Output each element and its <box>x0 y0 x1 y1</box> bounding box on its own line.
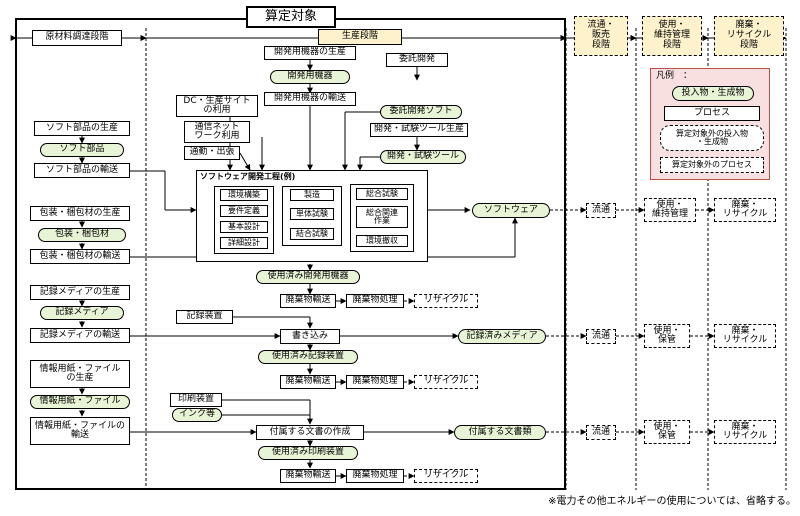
doc-creation: 付属する文書の作成 <box>256 425 364 440</box>
use-maintenance: 使用・ 維持管理 <box>644 198 696 222</box>
stage-disposal: 廃棄・ リサイクル 段階 <box>714 16 784 56</box>
soft-parts-transport: ソフト部品の輸送 <box>34 163 130 178</box>
media-production: 記録メディアの生産 <box>30 285 130 300</box>
disposal-recycle-1: 廃棄・ リサイクル <box>714 198 776 222</box>
dev-equipment: 開発用機器 <box>270 70 350 84</box>
printer: 印刷装置 <box>170 393 222 407</box>
used-printer: 使用済み印刷装置 <box>258 446 358 460</box>
disposal-recycle-2: 廃棄・ リサイクル <box>714 324 776 348</box>
paper-files: 情報用紙・ファイル <box>30 395 130 409</box>
waste-transport-3: 廃棄物輸送 <box>280 469 336 483</box>
recording-media: 記録メディア <box>40 306 124 320</box>
dev-phase-2 <box>282 186 342 246</box>
dev-equipment-transport: 開発用機器の輸送 <box>264 92 356 106</box>
paper-transport: 情報用紙・ファイルの 輸送 <box>30 417 130 445</box>
stage-raw: 原材料調達段階 <box>32 30 122 46</box>
attached-docs: 付属する文書類 <box>454 425 546 440</box>
waste-transport-2: 廃棄物輸送 <box>280 375 336 389</box>
disposal-recycle-3: 廃棄・ リサイクル <box>714 420 776 444</box>
used-recording-device: 使用済み記録装置 <box>258 350 358 364</box>
step-basic-design: 基本設計 <box>220 221 268 233</box>
waste-treatment-1: 廃棄物処理 <box>346 294 404 308</box>
legend-title: 凡例 ： <box>656 71 693 82</box>
recycle-1: リサイクル <box>414 294 478 308</box>
footnote: ※電力その他エネルギーの使用については、省略する。 <box>548 495 796 507</box>
stage-distribution: 流通・ 販売 段階 <box>574 16 628 56</box>
paper-production: 情報用紙・ファイル の生産 <box>30 360 130 388</box>
step-environment-setup: 環境構築 <box>220 189 268 201</box>
dc-site-use: DC・生産サイト の利用 <box>176 95 258 117</box>
packaging-transport: 包装・梱包材の輸送 <box>30 249 130 264</box>
soft-parts-production: ソフト部品の生産 <box>34 121 130 136</box>
distribution-2: 流通 <box>586 329 616 344</box>
distribution-1: 流通 <box>586 203 616 218</box>
dev-phase-3 <box>350 184 414 252</box>
distribution-3: 流通 <box>586 425 616 440</box>
step-unit-test: 単体試験 <box>290 208 334 220</box>
legend-ext-io: 算定対象外の投入物 ・生成物 <box>660 125 764 151</box>
outsourced-software: 委託開発ソフト <box>380 105 462 119</box>
step-requirements: 要件定義 <box>220 205 268 217</box>
software: ソフトウェア <box>472 203 550 218</box>
legend-io: 投入物・生成物 <box>672 86 754 101</box>
waste-treatment-3: 廃棄物処理 <box>346 469 404 483</box>
recorded-media: 記録済みメディア <box>458 329 546 344</box>
stage-use: 使用・ 維持管理 段階 <box>642 16 702 56</box>
legend-process: プロセス <box>664 106 760 121</box>
dev-equipment-production: 開発用機器の生産 <box>264 46 356 60</box>
legend-ext-process: 算定対象外のプロセス <box>660 157 764 173</box>
dev-tools-production: 開発・試験ツール生産 <box>370 123 468 137</box>
recycle-3: リサイクル <box>414 469 478 483</box>
dev-tools: 開発・試験ツール <box>380 150 466 164</box>
dev-phase-1 <box>214 186 274 254</box>
network-use: 通信ネット ワーク利用 <box>184 121 250 143</box>
commute: 通勤・出張 <box>184 146 240 160</box>
step-integration-test: 結合試験 <box>290 228 334 240</box>
step-environment-removal: 環境撤収 <box>356 235 408 247</box>
scope-title: 算定対象 <box>246 6 336 28</box>
soft-parts: ソフト部品 <box>40 143 124 157</box>
writing: 書き込み <box>280 329 340 344</box>
packaging: 包装・梱包材 <box>38 228 126 242</box>
used-dev-equipment: 使用済み開発用機器 <box>256 270 360 284</box>
media-transport: 記録メディアの輸送 <box>30 328 130 343</box>
step-manufacturing: 製造 <box>290 189 334 201</box>
step-related-work: 総合関連 作業 <box>356 206 408 228</box>
outsourced-dev: 委託開発 <box>386 53 448 67</box>
step-system-test: 総合試験 <box>356 188 408 200</box>
waste-treatment-2: 廃棄物処理 <box>346 375 404 389</box>
ink: インク等 <box>172 408 222 422</box>
use-storage-2: 使用・ 保管 <box>644 420 690 444</box>
recording-device: 記録装置 <box>176 310 233 324</box>
stage-production: 生産段階 <box>318 29 402 45</box>
waste-transport-1: 廃棄物輸送 <box>280 294 336 308</box>
use-storage-1: 使用・ 保管 <box>644 324 690 348</box>
step-detailed-design: 詳細設計 <box>220 237 268 249</box>
dev-process-title: ソフトウェア開発工程(例) <box>200 171 296 181</box>
packaging-production: 包装・梱包材の生産 <box>30 206 130 221</box>
recycle-2: リサイクル <box>414 375 478 389</box>
